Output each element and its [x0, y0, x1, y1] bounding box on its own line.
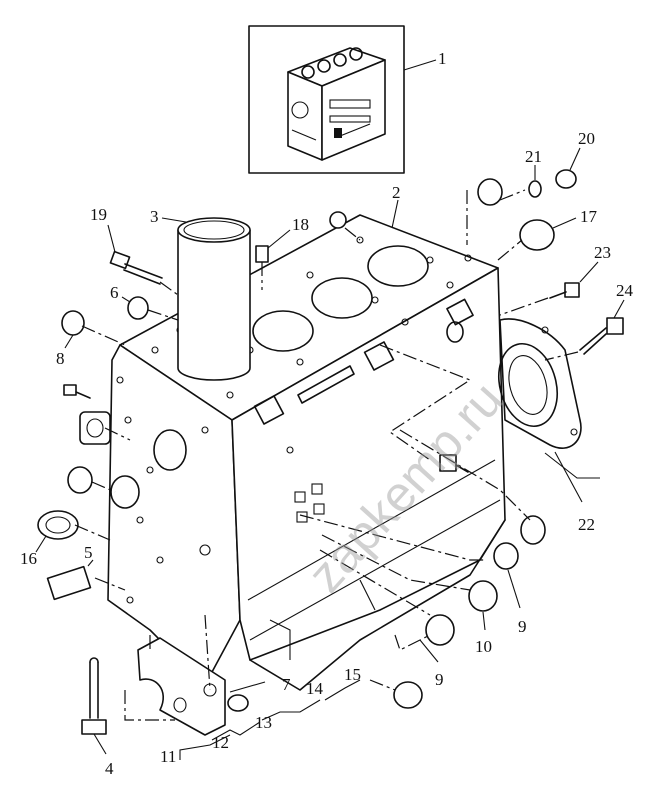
- leader-lines: [179, 199, 583, 760]
- bolt-24: [579, 299, 625, 355]
- callout-21: 21: [525, 147, 542, 166]
- block-side-face: [231, 267, 506, 661]
- callout-14: 14: [306, 679, 324, 698]
- callout-9-lower: 9: [435, 670, 444, 689]
- ring-7: [227, 694, 249, 712]
- sleeve-5: [46, 559, 94, 601]
- bolt-4: [81, 657, 107, 755]
- plug-8: [61, 310, 85, 349]
- bearing-cap-11: [137, 637, 226, 736]
- callout-4: 4: [105, 759, 114, 778]
- callout-11: 11: [160, 747, 176, 766]
- plug-front: [67, 466, 93, 494]
- seal-15: [393, 681, 423, 709]
- rear-seal-housing: [498, 318, 600, 479]
- callout-12: 12: [212, 733, 229, 752]
- bolt-23: [549, 261, 599, 299]
- callout-15: 15: [344, 665, 361, 684]
- washer-21: [528, 165, 542, 198]
- callout-13: 13: [255, 713, 272, 732]
- seal-9-upper: [493, 542, 519, 570]
- callout-2: 2: [392, 183, 401, 202]
- inset-assembly: [248, 25, 437, 174]
- leader-1: [403, 59, 437, 71]
- inset-frame: [248, 25, 405, 174]
- cylinder-bore-4: [367, 245, 429, 287]
- plug-6: [121, 296, 149, 320]
- leader-3: [161, 217, 187, 223]
- bolt-inner: [439, 454, 469, 473]
- callout-1: 1: [438, 49, 447, 68]
- bushing-16: [35, 510, 79, 553]
- plug-17: [519, 217, 577, 251]
- cover-plate: [63, 384, 111, 445]
- plug-deck: [329, 211, 347, 229]
- callout-19: 19: [90, 205, 107, 224]
- plug-20: [555, 147, 581, 189]
- seal-9-lower: [425, 614, 455, 646]
- callout-9-upper: 9: [518, 617, 527, 636]
- leader-22: [544, 452, 600, 479]
- callout-23: 23: [594, 243, 611, 262]
- callout-labels: 1 2 3 4 5 6 7 8 9 9 10 11 12 13 14 15 16…: [20, 49, 634, 778]
- callout-17: 17: [580, 207, 598, 226]
- callout-16: 16: [20, 549, 37, 568]
- callout-10: 10: [475, 637, 492, 656]
- cylinder-liner: [161, 217, 251, 381]
- bolt-19: [107, 224, 163, 285]
- assembly-lines: [74, 189, 579, 721]
- plug-top: [477, 178, 503, 206]
- callout-22: 22: [578, 515, 595, 534]
- callout-18: 18: [292, 215, 309, 234]
- callout-6: 6: [110, 283, 119, 302]
- inset-block-illustration: [287, 47, 386, 161]
- dowel-18: [255, 229, 291, 263]
- seal-10: [468, 580, 498, 612]
- callout-8: 8: [56, 349, 65, 368]
- cylinder-bore-3: [311, 277, 373, 319]
- cylinder-bore-2: [252, 310, 314, 352]
- callout-5: 5: [84, 543, 93, 562]
- callout-24: 24: [616, 281, 634, 300]
- callout-7: 7: [282, 675, 291, 694]
- callout-20: 20: [578, 129, 595, 148]
- callout-3: 3: [150, 207, 159, 226]
- front-face-opening: [153, 429, 187, 471]
- plug-side: [520, 515, 546, 545]
